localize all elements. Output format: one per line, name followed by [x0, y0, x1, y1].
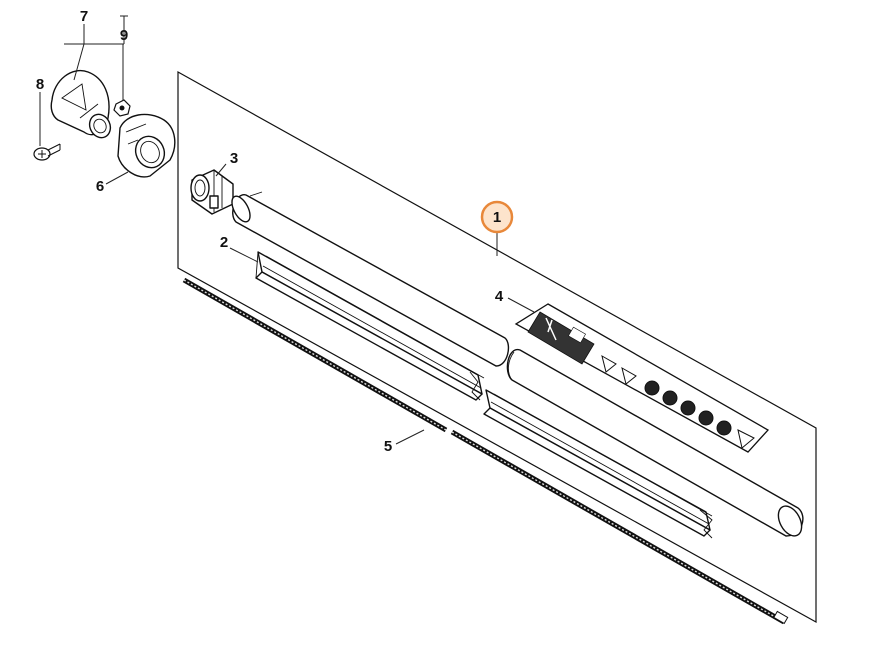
screw-part[interactable]: [33, 143, 61, 161]
callout-5[interactable]: 5: [384, 438, 392, 455]
clamp-part[interactable]: [117, 113, 176, 178]
callout-7[interactable]: 7: [80, 8, 88, 25]
safety-symbol-icon: [644, 380, 660, 396]
callout-4[interactable]: 4: [495, 288, 504, 305]
handle-housing-part[interactable]: [50, 69, 114, 142]
safety-symbol-icon: [680, 400, 696, 416]
callout-1[interactable]: 1: [493, 209, 501, 226]
leader-lines: [39, 15, 535, 445]
part-1-highlight-circle[interactable]: [480, 200, 514, 234]
callout-6[interactable]: 6: [96, 178, 104, 195]
drive-tube-upper[interactable]: [228, 191, 510, 367]
nut-part[interactable]: [113, 99, 131, 117]
bearing-liner-lower[interactable]: [483, 389, 713, 539]
bearing-liner-upper[interactable]: [255, 251, 485, 401]
callout-9[interactable]: 9: [120, 27, 128, 44]
coupling-sleeve-part[interactable]: [190, 169, 234, 215]
safety-symbol-icon: [662, 390, 678, 406]
callout-3[interactable]: 3: [230, 150, 238, 167]
assembly-frame: [177, 70, 817, 624]
safety-symbol-icon: [698, 410, 714, 426]
warning-decal-part[interactable]: [514, 303, 770, 453]
callout-8[interactable]: 8: [36, 76, 44, 93]
warning-triangle-icon: [621, 366, 637, 385]
drive-shaft-part[interactable]: [182, 277, 789, 625]
drive-tube-lower[interactable]: [506, 349, 806, 540]
warning-triangle-icon: [601, 354, 617, 373]
safety-symbol-icon: [716, 420, 732, 436]
callout-2[interactable]: 2: [220, 234, 228, 251]
warning-triangle-icon: [737, 429, 755, 449]
